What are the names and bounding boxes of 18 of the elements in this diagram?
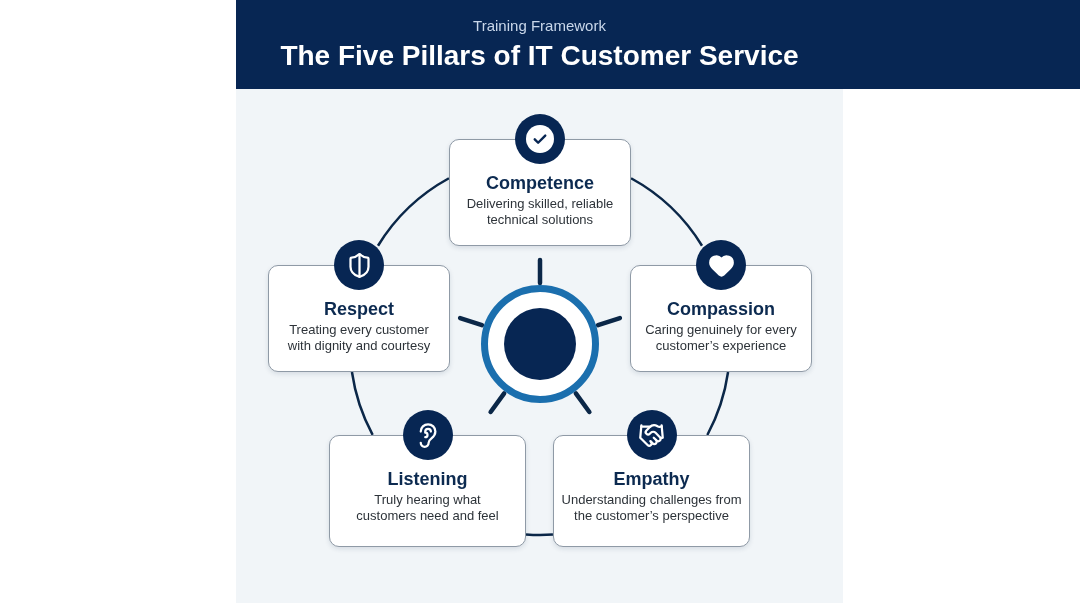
pillar-heading: Compassion	[666, 298, 776, 320]
pillar-description: Delivering skilled, reliable technical solutions	[465, 196, 615, 228]
pillar-heading: Listening	[386, 468, 469, 490]
title: The Five Pillars of IT Customer Service	[280, 38, 799, 73]
pillar-description: Understanding challenges from the customer’s perspective	[560, 492, 743, 524]
pillar-heading: Respect	[323, 298, 395, 320]
pillar-description: Truly hearing what customers need and feel	[355, 492, 500, 524]
connector-arc	[706, 371, 730, 436]
subtitle: Training Framework	[473, 16, 606, 35]
pillar-heading: Competence	[485, 172, 595, 194]
connector-arc	[630, 177, 704, 247]
hub-circle	[481, 285, 599, 403]
connector-arc	[525, 533, 553, 537]
pillar-description: Caring genuinely for every customer’s experience	[644, 322, 798, 354]
pillar-description: Treating every customer with dignity and courtesy	[286, 322, 432, 354]
connector-arc	[376, 177, 450, 247]
pillar-heading: Empathy	[612, 468, 691, 490]
connector-arc	[350, 371, 374, 436]
